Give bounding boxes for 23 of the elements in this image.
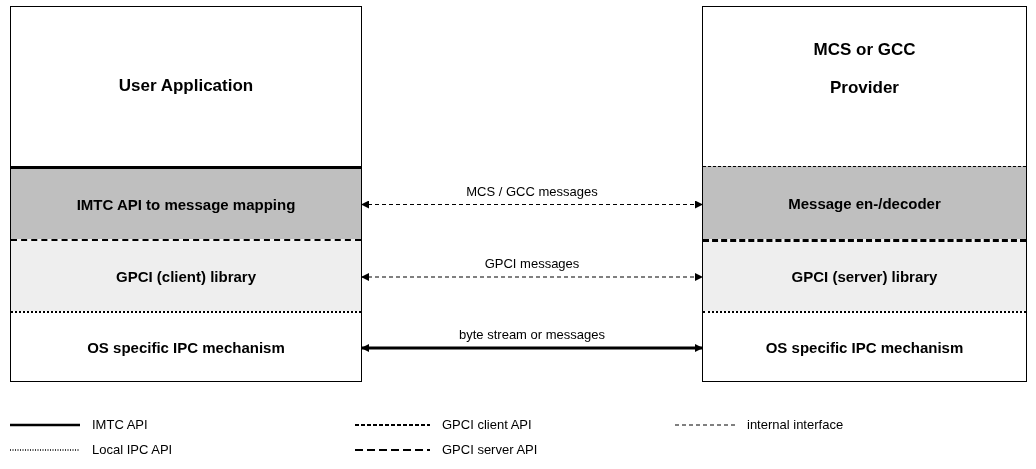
layer-label: IMTC API to message mapping bbox=[76, 195, 296, 213]
layer-band bbox=[11, 166, 361, 239]
legend-label: GPCI client API bbox=[442, 417, 532, 432]
double-arrow bbox=[360, 200, 704, 209]
layer-label: GPCI (client) library bbox=[115, 267, 256, 285]
double-arrow bbox=[360, 273, 704, 281]
layer-label: OS specific IPC mechanism bbox=[87, 338, 285, 356]
layer-label: GPCI (server) library bbox=[791, 268, 938, 285]
legend-label: Local IPC API bbox=[92, 442, 173, 457]
layer-band bbox=[703, 239, 1026, 311]
edge-label: byte stream or messages bbox=[456, 327, 608, 342]
double-arrow bbox=[361, 344, 703, 352]
layer-band bbox=[703, 166, 1026, 239]
stack-box bbox=[702, 6, 1027, 382]
layer-label: OS specific IPC mechanism bbox=[765, 338, 964, 356]
stack-title: MCS or GCC Provider bbox=[812, 39, 917, 99]
legend-label: IMTC API bbox=[92, 417, 148, 432]
layer-label: Message en-/decoder bbox=[788, 194, 941, 212]
stack-title: User Application bbox=[117, 75, 255, 97]
legend-label: GPCI server API bbox=[442, 442, 538, 457]
legend-label: internal interface bbox=[747, 417, 844, 432]
layer-band bbox=[11, 239, 361, 311]
stack-box bbox=[10, 6, 362, 382]
